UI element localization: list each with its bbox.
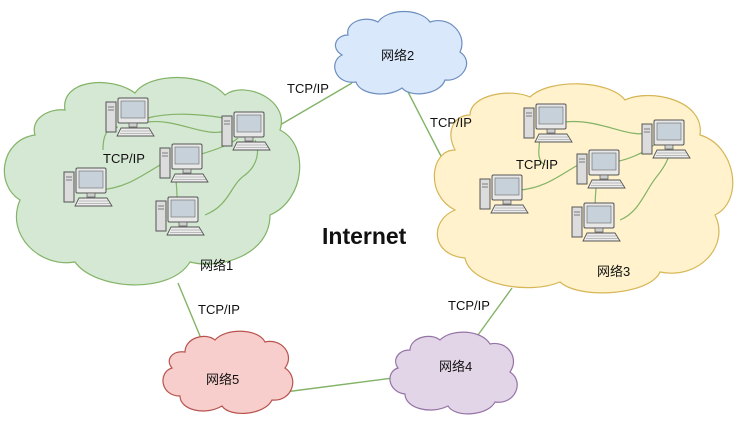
link-n5-n4 — [284, 377, 394, 393]
desktop-computer-icon — [159, 143, 209, 183]
network3-cloud — [433, 83, 734, 294]
network4-cloud — [389, 331, 518, 415]
desktop-computer-icon — [576, 149, 626, 189]
desktop-computer-icon — [221, 111, 271, 151]
internet-title: Internet — [322, 223, 407, 249]
link-n3-n4 — [477, 287, 513, 336]
link-n1-n5-label: TCP/IP — [198, 302, 240, 317]
desktop-computer-icon — [641, 119, 691, 159]
link-n1-n2-label: TCP/IP — [287, 81, 329, 96]
network5-cloud — [162, 330, 294, 414]
inter-network-links — [177, 82, 513, 393]
link-n1-n2 — [279, 82, 353, 126]
desktop-computer-icon — [155, 196, 205, 236]
link-n3-n4-label: TCP/IP — [448, 298, 490, 313]
network3-protocol-label: TCP/IP — [516, 157, 558, 172]
desktop-computer-icon — [479, 174, 529, 214]
desktop-computer-icon — [571, 202, 621, 242]
network2-label: 网络2 — [381, 48, 414, 63]
network1-label: 网络1 — [200, 258, 233, 273]
link-n2-n3-label: TCP/IP — [430, 115, 472, 130]
network2-cloud — [334, 11, 467, 95]
link-n2-n3 — [406, 89, 444, 161]
network5-label: 网络5 — [206, 372, 239, 387]
desktop-computer-icon — [523, 103, 573, 143]
network3-label: 网络3 — [597, 264, 630, 279]
network4-label: 网络4 — [439, 359, 472, 374]
network1-cloud — [3, 76, 301, 286]
network1-protocol-label: TCP/IP — [103, 151, 145, 166]
desktop-computer-icon — [63, 167, 113, 207]
desktop-computer-icon — [105, 97, 155, 137]
